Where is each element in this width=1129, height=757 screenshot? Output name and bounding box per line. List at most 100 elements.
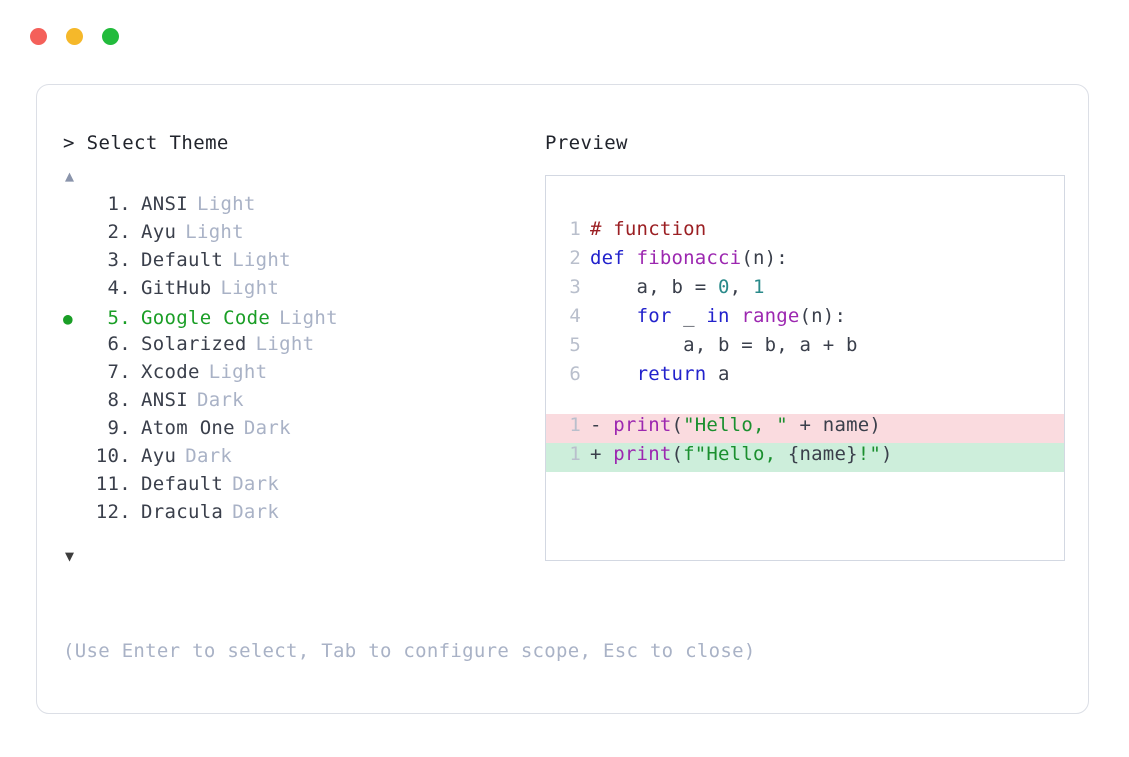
code-token: range	[741, 305, 800, 327]
theme-item-variant: Light	[208, 361, 268, 383]
code-token: a, b =	[590, 276, 719, 298]
maximize-window-button[interactable]	[102, 28, 119, 45]
theme-item-number: 3.	[107, 249, 131, 271]
theme-item-name: Dracula	[141, 501, 224, 523]
theme-item-number: 5.	[107, 307, 131, 329]
window-traffic-lights	[30, 28, 119, 45]
code-token	[590, 305, 637, 327]
code-token: "Hello, "	[683, 414, 788, 436]
diff-added-line: 1 + print(f"Hello, {name}!")	[546, 443, 1064, 472]
scroll-up-arrow-icon[interactable]: ▲	[65, 167, 75, 185]
code-token: _	[671, 305, 707, 327]
code-token: (n):	[799, 305, 847, 327]
diff-removed-line: 1- print("Hello, " + name)	[546, 414, 1064, 443]
code-token: {name}	[787, 443, 858, 465]
theme-item-number: 9.	[107, 417, 131, 439]
code-token	[730, 305, 742, 327]
code-token: 1	[752, 276, 765, 298]
code-line-text: a, b = 0, 1	[590, 276, 765, 298]
theme-list-item[interactable]: 3. Default Light	[63, 249, 533, 277]
code-token: for	[636, 305, 672, 327]
theme-item-name: ANSI	[141, 193, 188, 215]
theme-list-item[interactable]: 11. Default Dark	[63, 473, 533, 501]
code-token	[590, 363, 637, 385]
code-line-number: 6	[569, 363, 581, 385]
theme-item-variant: Light	[185, 221, 244, 243]
theme-item-variant: Light	[220, 277, 280, 299]
code-line: 3 a, b = 0, 1	[546, 276, 1064, 305]
code-line: 1 # function	[546, 218, 1064, 247]
selected-bullet-icon: ●	[63, 309, 73, 328]
code-line-text: # function	[590, 218, 706, 240]
theme-item-number: 11.	[95, 473, 131, 495]
code-token: (	[671, 414, 684, 436]
theme-item-number: 4.	[107, 277, 131, 299]
code-token: return	[636, 363, 707, 385]
code-token: # function	[590, 218, 707, 240]
theme-item-name: Ayu	[141, 221, 177, 243]
code-token: !"	[857, 443, 882, 465]
code-line-number: 1	[569, 443, 581, 465]
code-blank-separator	[546, 392, 1064, 414]
theme-item-number: 7.	[107, 361, 131, 383]
code-token: a	[706, 363, 730, 385]
theme-item-variant: Dark	[232, 473, 280, 495]
code-diff-body: 1- print("Hello, " + name)1+ print(f"Hel…	[546, 414, 1064, 472]
theme-item-number: 1.	[107, 193, 131, 215]
code-token: +	[590, 443, 614, 465]
code-token: )	[881, 443, 893, 465]
code-line-text: for _ in range(n):	[590, 305, 846, 327]
code-token: (	[671, 443, 684, 465]
code-line-text: + print(f"Hello, {name}!")	[590, 443, 893, 465]
theme-list-item[interactable]: 10. Ayu Dark	[63, 445, 533, 473]
minimize-window-button[interactable]	[66, 28, 83, 45]
theme-item-variant: Dark	[185, 445, 233, 467]
code-line-number: 4	[569, 305, 581, 327]
theme-item-name: Default	[141, 473, 224, 495]
theme-item-name: Atom One	[141, 417, 235, 439]
theme-item-variant: Dark	[243, 417, 291, 439]
code-line-number: 3	[569, 276, 581, 298]
preview-label: Preview	[545, 132, 628, 154]
close-window-button[interactable]	[30, 28, 47, 45]
theme-item-number: 6.	[107, 333, 131, 355]
code-token: in	[706, 305, 730, 327]
code-token: a, b = b, a + b	[590, 334, 858, 356]
theme-item-number: 12.	[95, 501, 131, 523]
theme-item-number: 10.	[95, 445, 131, 467]
code-token: -	[590, 414, 614, 436]
theme-item-name: Ayu	[141, 445, 177, 467]
theme-item-name: Default	[141, 249, 224, 271]
theme-item-variant: Light	[232, 249, 291, 271]
theme-item-name: Xcode	[141, 361, 200, 383]
code-token: print	[613, 443, 672, 465]
scroll-down-arrow-icon[interactable]: ▼	[65, 547, 75, 565]
code-token: def	[590, 247, 637, 269]
theme-list-item[interactable]: 4. GitHub Light	[63, 277, 533, 305]
theme-item-name: Google Code	[141, 307, 271, 329]
code-token: f"Hello,	[683, 443, 788, 465]
code-line: 6 return a	[546, 363, 1064, 392]
theme-item-name: Solarized	[141, 333, 247, 355]
theme-item-number: 8.	[107, 389, 131, 411]
theme-item-name: GitHub	[141, 277, 212, 299]
theme-list-item[interactable]: 9. Atom One Dark	[63, 417, 533, 445]
theme-item-name: ANSI	[141, 389, 188, 411]
theme-list-item[interactable]: 8. ANSI Dark	[63, 389, 533, 417]
theme-item-variant: Dark	[196, 389, 244, 411]
code-line-number: 1	[569, 218, 581, 240]
prompt-title: > Select Theme	[63, 132, 229, 154]
code-token: 0	[718, 276, 730, 298]
theme-list-item[interactable]: 7. Xcode Light	[63, 361, 533, 389]
